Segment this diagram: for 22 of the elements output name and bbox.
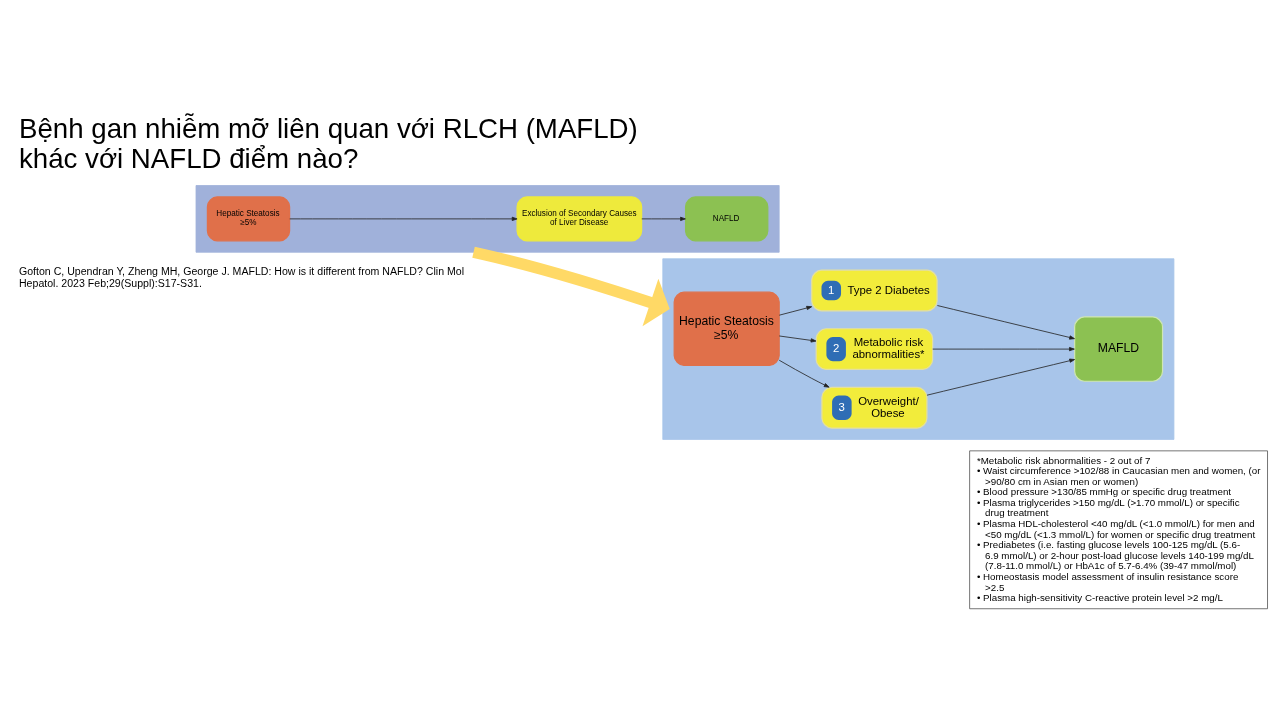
arrow (926, 358, 1075, 396)
node-box: Hepatic Steatosis ≥5% (673, 291, 780, 366)
arrow (778, 359, 830, 388)
node-box: 1 Type 2 Diabetes (811, 269, 938, 311)
node-box: NAFLD (684, 195, 769, 241)
node-box: Exclusion of Secondary Causes of Liver Disease (516, 195, 643, 241)
label: Gofton C, Upendran Y, Zheng MH, George J. MAFLD: How is it different from NAFLD? Clin Mol Hepatol. 2023 Feb;29(Suppl):S17-S31. (18, 264, 465, 289)
node-box: Hepatic Steatosis ≥5% (206, 195, 291, 241)
arrow (641, 216, 686, 221)
cluster (662, 257, 1175, 440)
arrow (936, 304, 1075, 340)
diagram-title: Bệnh gan nhiễm mỡ liên quan với RLCH (MAFLD) khác với NAFLD điểm nào? (18, 112, 638, 174)
arrow (778, 335, 817, 342)
node-box: MAFLD (1074, 315, 1164, 382)
node-box: 3 Overweight/ Obese (821, 386, 928, 429)
arrow (778, 305, 813, 316)
cluster (195, 184, 780, 253)
node-box: *Metabolic risk abnormalities - 2 out of 7 • Waist circumference >102/88 in Caucasian men and women, (or >90/80 cm in Asian men or women) • Blood pressure >130/85 mmHg or specific drug treatment • Plasma triglycerides >150 mg/dL (>1.70 mmol/L) or specific drug treatment • Plasma HDL-cholesterol <40 mg/dL (<1.0 mmol/L) for men and <50 mg/dL (<1.3 mmol/L) for women or specific drug treatment • Prediabetes (i.e. fasting glucose levels 100-125 mg/dL (5.6- 6.9 mmol/L) or 2-hour post-load glucose levels 140-199 mg/dL (7.8-11.0 mmol/L) or HbA1c of 5.7-6.4% (39-47 mmol/mol) • Homeostasis model assessment of insulin resistance score >2.5 • Plasma high-sensitivity C-reactive protein level >2 mg/L (969, 449, 1268, 609)
arrow (472, 246, 670, 326)
arrow (289, 216, 518, 221)
node-box: 2 Metabolic risk abnormalities* (815, 327, 934, 370)
arrow (932, 346, 1075, 351)
